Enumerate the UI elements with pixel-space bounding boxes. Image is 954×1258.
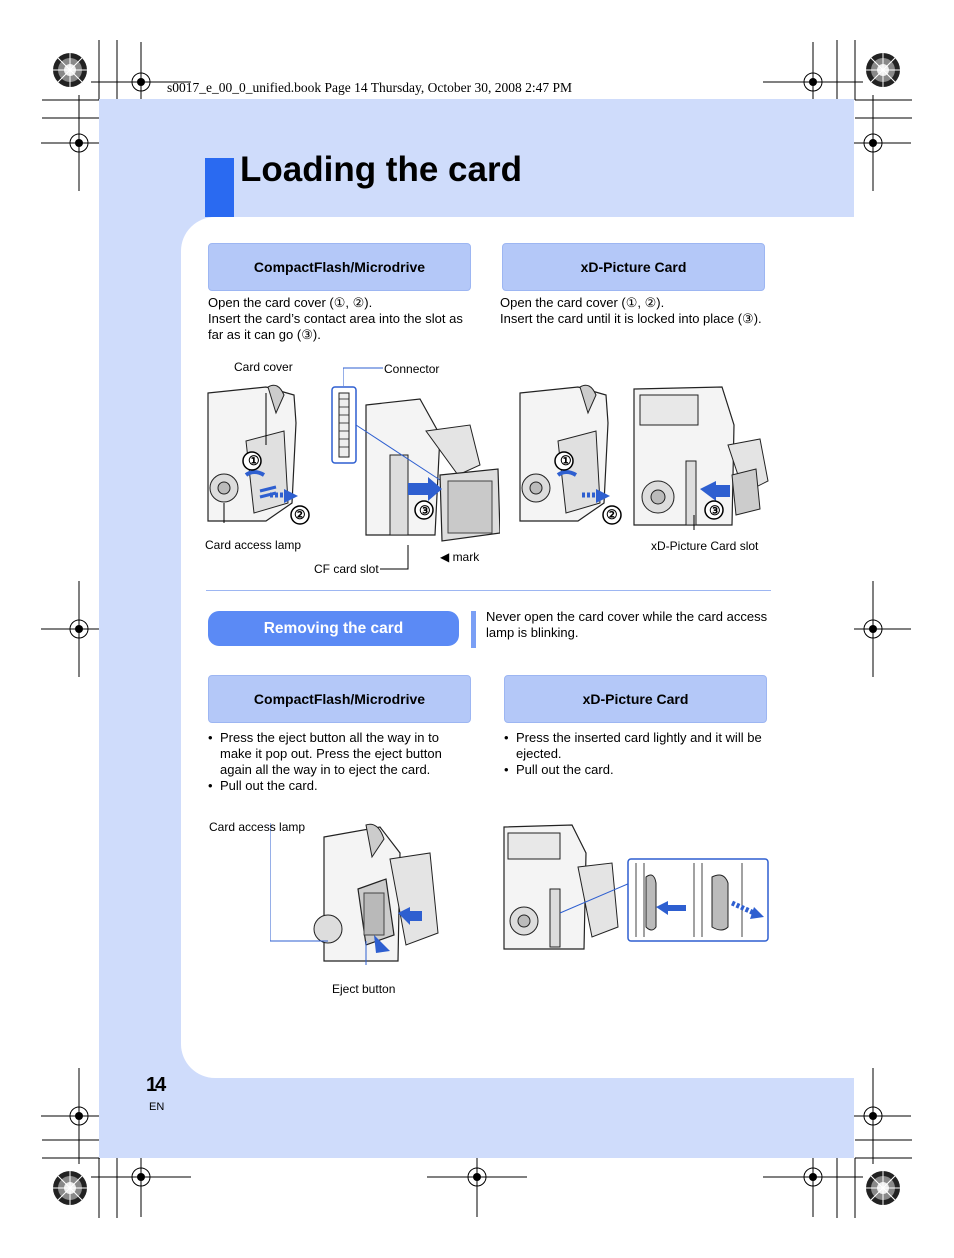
- step-3-marker-xd: ③: [709, 503, 721, 518]
- step-3-marker-cf: ③: [419, 503, 431, 518]
- step-3-circle-xd: [704, 500, 724, 520]
- step-markers-1: [242, 451, 310, 525]
- connector-label: Connector: [384, 362, 440, 376]
- cf-eject-illustration: [270, 823, 439, 965]
- page-title: Loading the card: [240, 150, 522, 189]
- xd-removing-bullet-1: Press the inserted card lightly and it w…: [504, 730, 774, 762]
- xd-loading-heading: xD-Picture Card: [502, 243, 765, 291]
- xd-removing-text: Press the inserted card lightly and it w…: [504, 730, 774, 778]
- mark-label: ◀ mark: [440, 550, 480, 564]
- xd-removing-bullet-2: Pull out the card.: [504, 762, 774, 778]
- step-1-marker-xd: ①: [560, 453, 572, 468]
- connector-leader-line: [343, 367, 383, 386]
- card-access-lamp-label-2: Card access lamp: [209, 820, 306, 834]
- xd-card-insert-illustration: [633, 386, 769, 530]
- step-2-marker: ②: [294, 507, 306, 522]
- eject-button-label: Eject button: [332, 982, 396, 996]
- cf-loading-line2: Insert the card’s contact area into the …: [208, 311, 463, 342]
- cf-loading-line1: Open the card cover (①, ②).: [208, 295, 373, 310]
- cf-slot-leader-line: [380, 545, 409, 570]
- step-2-marker-xd: ②: [606, 507, 618, 522]
- language-code: EN: [149, 1101, 165, 1113]
- cf-card-insert-illustration: [331, 386, 500, 565]
- removing-note: Never open the card cover while the card…: [486, 609, 768, 640]
- cf-loading-text: Open the card cover (①, ②). Insert the c…: [208, 295, 473, 343]
- xd-loading-line2: Insert the card until it is locked into …: [500, 311, 762, 326]
- card-access-lamp-label-1: Card access lamp: [205, 538, 302, 552]
- cf-card-slot-label: CF card slot: [314, 562, 379, 576]
- page-number: 14: [146, 1074, 166, 1096]
- cf-removing-text: Press the eject button all the way in to…: [208, 730, 470, 794]
- title-accent-bar: [205, 158, 234, 217]
- cf-removing-bullet-1: Press the eject button all the way in to…: [208, 730, 470, 778]
- xd-loading-text: Open the card cover (①, ②). Insert the c…: [500, 295, 780, 327]
- section-divider: [206, 590, 771, 591]
- step-1-marker: ①: [248, 453, 260, 468]
- card-cover-label: Card cover: [234, 360, 293, 374]
- step-3-circle-cf: [414, 500, 434, 520]
- xd-loading-line1: Open the card cover (①, ②).: [500, 295, 665, 310]
- step-markers-2: [554, 451, 622, 525]
- xd-removing-heading: xD-Picture Card: [504, 675, 767, 723]
- cf-removing-heading: CompactFlash/Microdrive: [208, 675, 471, 723]
- note-accent-bar: [471, 611, 476, 648]
- cf-removing-bullet-2: Pull out the card.: [208, 778, 470, 794]
- book-header-line: s0017_e_00_0_unified.book Page 14 Thursd…: [167, 80, 572, 95]
- xd-card-slot-label: xD-Picture Card slot: [651, 539, 759, 553]
- xd-eject-illustration: [503, 824, 769, 950]
- removing-card-title: Removing the card: [208, 611, 459, 646]
- cf-loading-heading: CompactFlash/Microdrive: [208, 243, 471, 291]
